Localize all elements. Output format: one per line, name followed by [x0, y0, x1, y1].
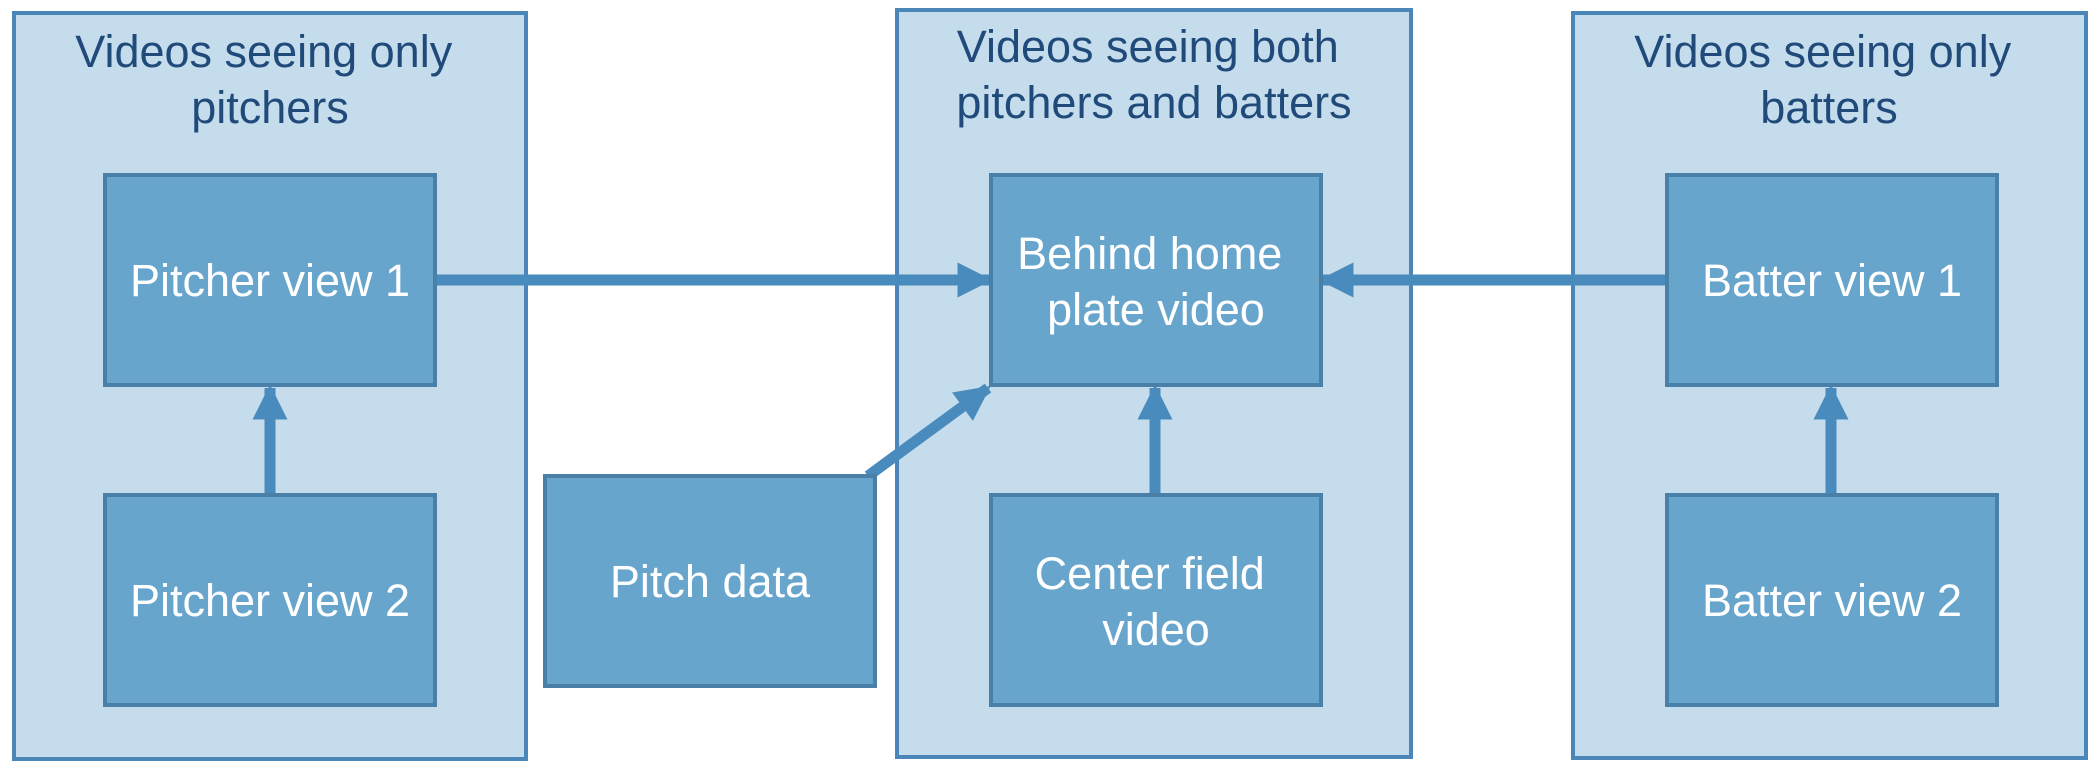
node-pitch-data-label: Pitch data [610, 556, 811, 607]
node-center-field-label-line2: video [1102, 604, 1210, 655]
svg-text:Videos seeing only pitch: Videos seeing only pitchers [75, 26, 464, 133]
node-behind-home-plate-label-line1: Behind home [1017, 228, 1282, 279]
group-pitchers-only-title-line2: pitchers [191, 82, 349, 133]
group-both-title-line1: Videos seeing both [957, 21, 1339, 72]
group-batters-only: Videos seeing only batters [1571, 11, 2088, 760]
node-batter-view-1: Batter view 1 [1665, 173, 1999, 387]
node-pitcher-view-1-label: Pitcher view 1 [130, 255, 410, 306]
edge-pitch-data-to-behind-home-plate [864, 383, 992, 481]
group-both-title-line2: pitchers and batters [956, 77, 1351, 128]
group-batters-only-title-line2: batters [1760, 82, 1898, 133]
node-batter-view-2: Batter view 2 [1665, 493, 1999, 707]
svg-text:Behind home plate video: Behind home plate video [1017, 228, 1295, 335]
svg-text:Videos seeing only batte: Videos seeing only batters [1634, 26, 2023, 133]
node-pitcher-view-2-label: Pitcher view 2 [130, 575, 410, 626]
group-batters-only-title-line1: Videos seeing only [1634, 26, 2011, 77]
svg-text:Center field video: Center field video [1035, 548, 1278, 655]
node-pitch-data: Pitch data [543, 474, 877, 688]
svg-text:Videos seeing both pitch: Videos seeing both pitchers and batters [956, 21, 1351, 128]
node-behind-home-plate: Behind home plate video [989, 173, 1323, 387]
node-center-field: Center field video [989, 493, 1323, 707]
node-center-field-label-line1: Center field [1035, 548, 1265, 599]
group-pitchers-only-title-line1: Videos seeing only [75, 26, 452, 77]
edges [252, 262, 1849, 495]
node-batter-view-1-label: Batter view 1 [1702, 255, 1962, 306]
node-pitcher-view-2: Pitcher view 2 [103, 493, 437, 707]
node-pitcher-view-1: Pitcher view 1 [103, 173, 437, 387]
node-batter-view-2-label: Batter view 2 [1702, 575, 1962, 626]
node-behind-home-plate-label-line2: plate video [1047, 284, 1265, 335]
